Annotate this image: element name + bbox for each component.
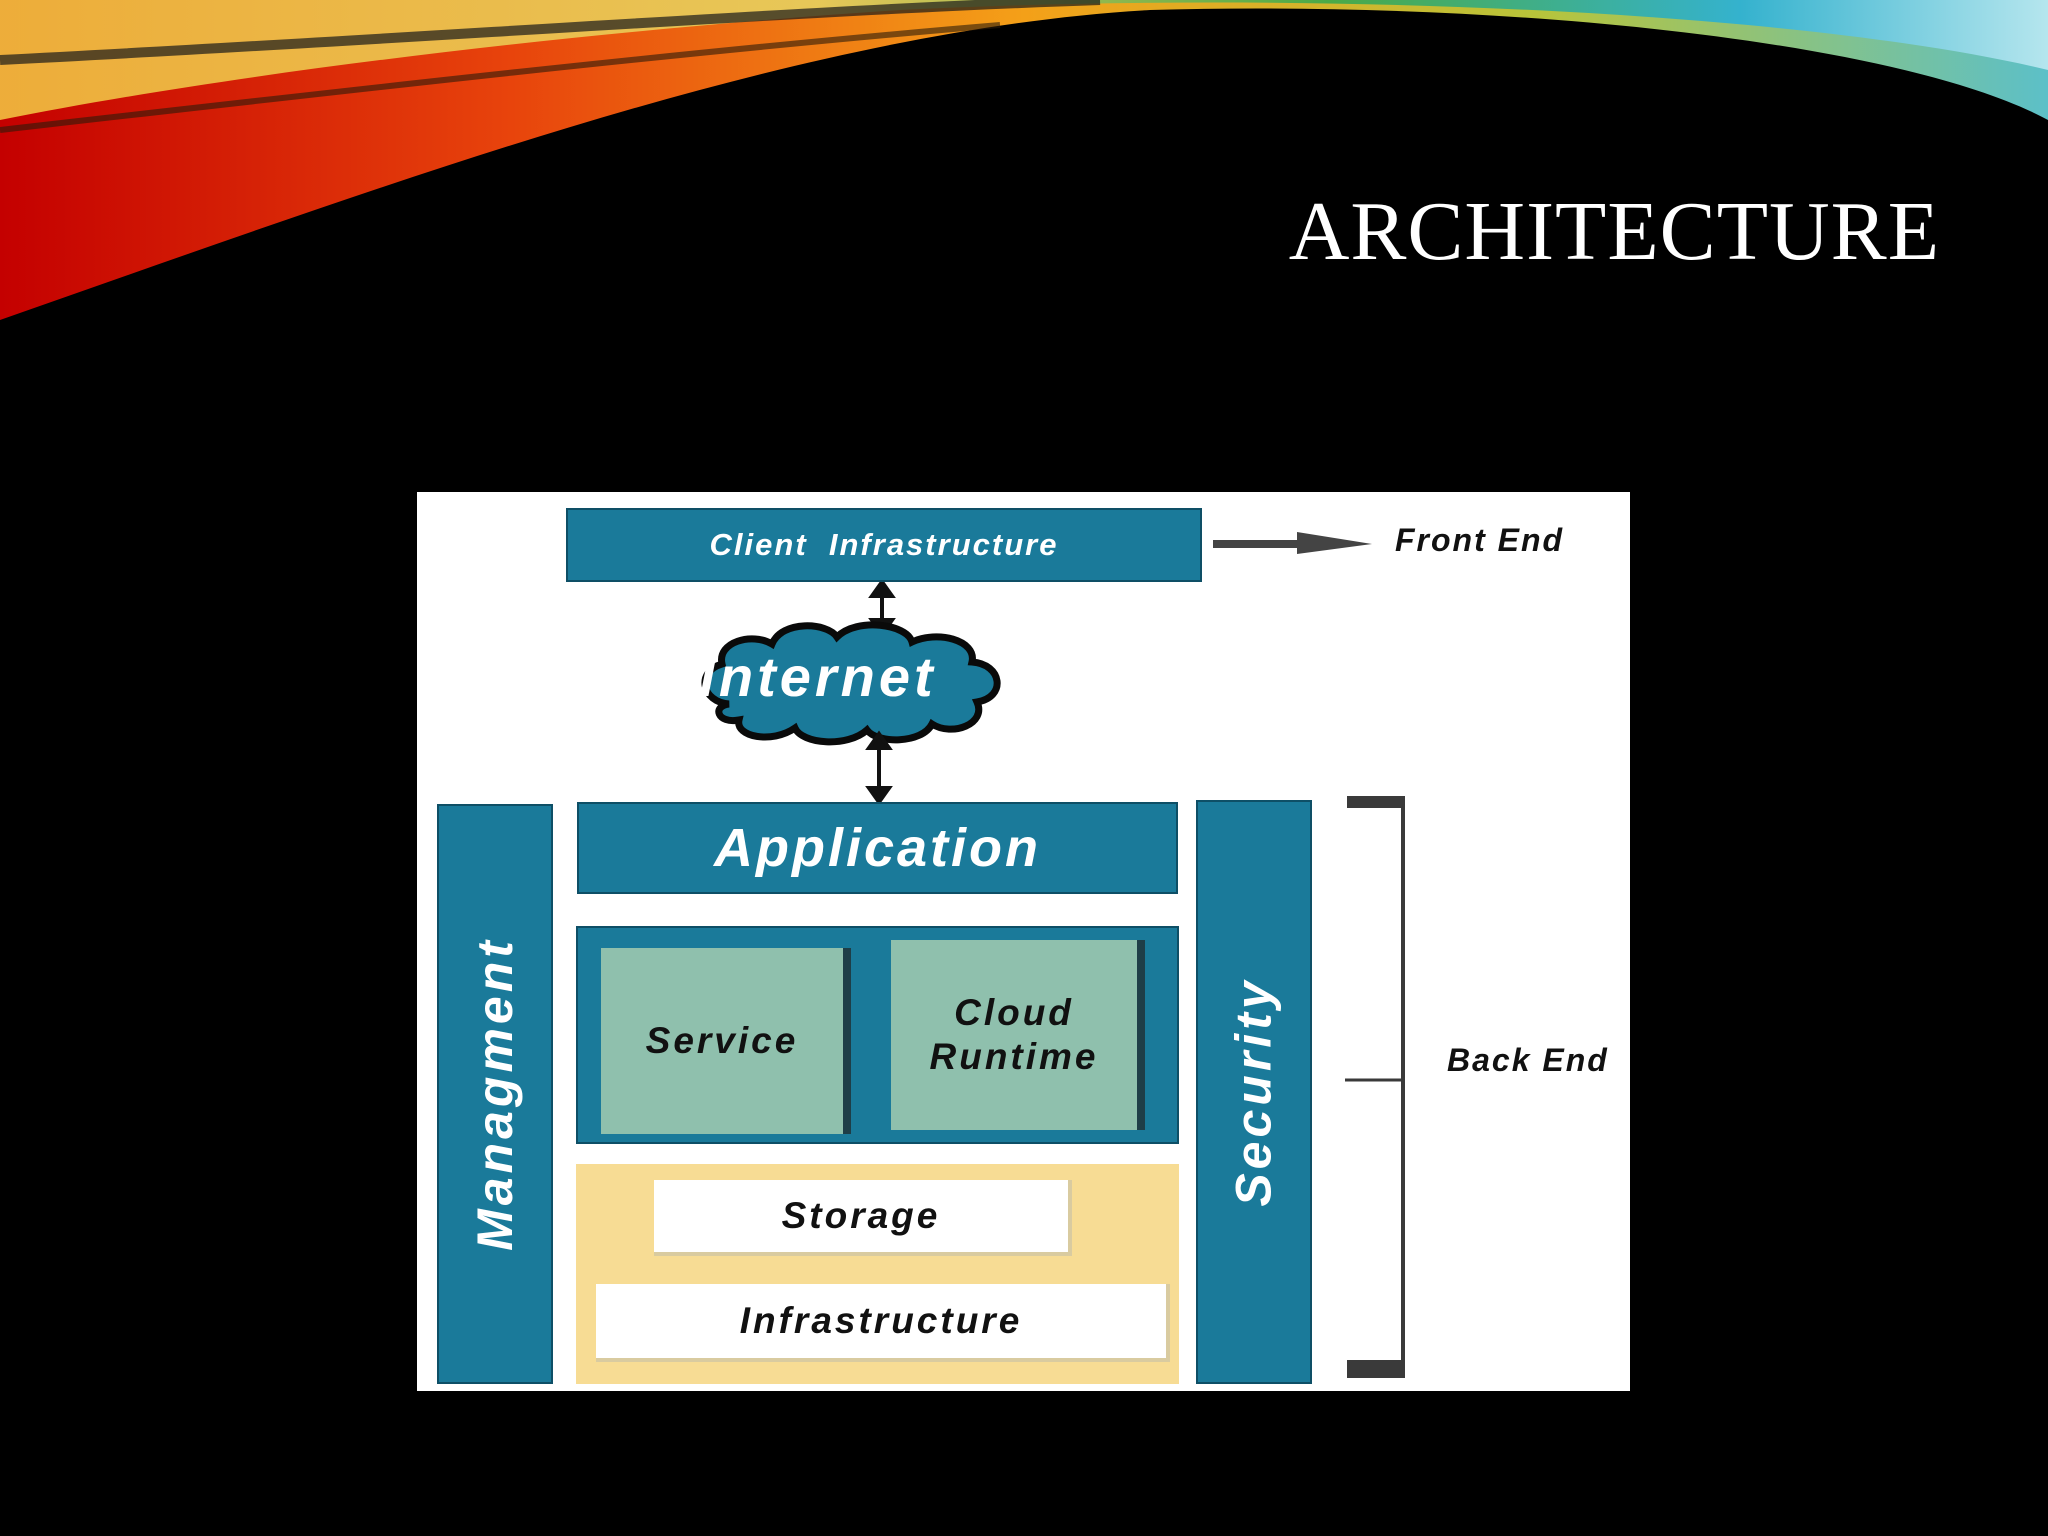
client-infrastructure-box: Client Infrastructure <box>566 508 1202 582</box>
front-end-label: Front End <box>1395 522 1565 558</box>
storage-label: Storage <box>781 1195 941 1236</box>
infrastructure-box: Infrastructure <box>596 1284 1170 1362</box>
service-label: Service <box>645 1020 799 1061</box>
diagram-connectors <box>701 532 1405 1378</box>
back-end-bracket <box>1345 796 1405 1378</box>
cloud-runtime-box: Cloud Runtime <box>891 940 1145 1130</box>
slide-title: ARCHITECTURE <box>1288 185 1940 278</box>
front-end-arrow <box>1213 532 1372 554</box>
back-end-label: Back End <box>1447 1042 1609 1078</box>
arrow-internet-application <box>865 730 893 806</box>
security-label: Security <box>1226 977 1283 1207</box>
service-box: Service <box>601 948 851 1134</box>
security-bar: Security <box>1196 800 1312 1384</box>
management-bar: Managment <box>437 804 553 1384</box>
infrastructure-label: Infrastructure <box>739 1300 1023 1341</box>
decorative-swoosh <box>0 0 2048 320</box>
internet-cloud <box>701 621 1001 746</box>
application-box: Application <box>577 802 1178 894</box>
cloud-runtime-label-line1: Cloud <box>954 991 1074 1033</box>
cloud-runtime-label-line2: Runtime <box>929 1036 1099 1077</box>
internet-label: Internet <box>699 645 937 708</box>
management-label: Managment <box>467 937 523 1251</box>
storage-box: Storage <box>654 1180 1072 1256</box>
client-infrastructure-label: Client Infrastructure <box>709 527 1059 562</box>
architecture-diagram: Internet Client Infrastructure Front End… <box>417 492 1630 1391</box>
application-label: Application <box>714 818 1041 878</box>
